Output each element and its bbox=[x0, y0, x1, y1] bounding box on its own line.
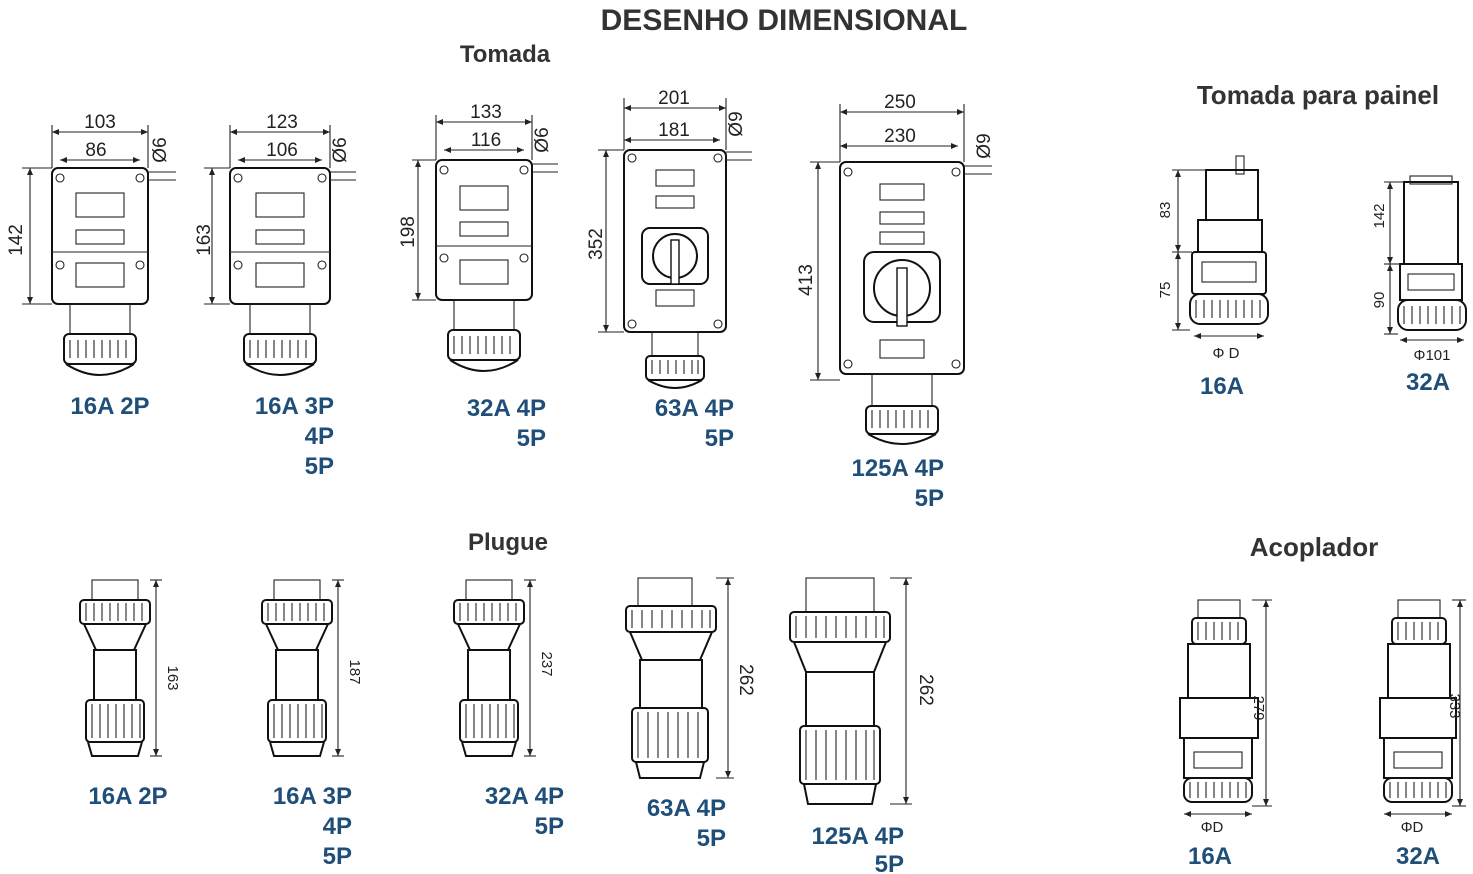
tomada-1-hole: Ø6 bbox=[150, 137, 171, 162]
acoplador-1-diameter: ΦD bbox=[1201, 819, 1224, 836]
tomada-2-hole: Ø6 bbox=[330, 137, 351, 162]
painel-16a-drawing bbox=[1172, 155, 1269, 339]
plugue-16a-3p-drawing bbox=[261, 579, 344, 757]
plugue-5-height: 262 bbox=[915, 674, 936, 706]
plugue-32a-drawing bbox=[453, 579, 536, 757]
plugue-3-height: 237 bbox=[538, 651, 555, 676]
tomada-2-label-3: 5P bbox=[305, 453, 334, 480]
page-title: DESENHO DIMENSIONAL bbox=[601, 4, 968, 37]
tomada-5-width-inner: 230 bbox=[884, 126, 916, 147]
plugue-4-label-1: 63A 4P bbox=[647, 795, 726, 822]
painel-2-diameter: Φ101 bbox=[1414, 347, 1451, 364]
plugue-2-label-1: 16A 3P bbox=[273, 783, 352, 810]
acoplador-32a-drawing bbox=[1379, 599, 1466, 817]
tomada-5-label-2: 5P bbox=[915, 485, 944, 512]
plugue-5-label-1: 125A 4P bbox=[811, 823, 904, 850]
section-title-plugue: Plugue bbox=[468, 529, 548, 556]
tomada-3-label-1: 32A 4P bbox=[467, 395, 546, 422]
plugue-1-height: 163 bbox=[164, 665, 181, 690]
tomada-2-width-outer: 123 bbox=[266, 112, 298, 133]
tomada-1-width-inner: 86 bbox=[85, 140, 106, 161]
plugue-4-height: 262 bbox=[735, 664, 756, 696]
acoplador-16a-drawing bbox=[1179, 599, 1272, 817]
plugue-2-label-2: 4P bbox=[323, 813, 352, 840]
plugue-2-label-3: 5P bbox=[323, 843, 352, 870]
tomada-3-label-2: 5P bbox=[517, 425, 546, 452]
painel-2-height-bottom: 90 bbox=[1371, 292, 1388, 309]
plugue-16a-2p-drawing bbox=[79, 579, 162, 757]
section-title-tomada-painel: Tomada para painel bbox=[1197, 80, 1439, 110]
painel-1-label: 16A bbox=[1200, 373, 1244, 400]
tomada-4-label-2: 5P bbox=[705, 425, 734, 452]
painel-1-height-bottom: 75 bbox=[1157, 282, 1174, 299]
tomada-125a-drawing bbox=[810, 104, 992, 445]
tomada-3-hole: Ø6 bbox=[532, 127, 553, 152]
tomada-3-width-outer: 133 bbox=[470, 102, 502, 123]
acoplador-2-diameter: ΦD bbox=[1401, 819, 1424, 836]
painel-2-label: 32A bbox=[1406, 369, 1450, 396]
plugue-1-label: 16A 2P bbox=[88, 783, 167, 810]
tomada-5-hole: Ø9 bbox=[974, 133, 995, 158]
plugue-4-label-2: 5P bbox=[697, 825, 726, 852]
tomada-4-width-inner: 181 bbox=[658, 120, 690, 141]
tomada-2-width-inner: 106 bbox=[266, 140, 298, 161]
plugue-5-label-2: 5P bbox=[875, 851, 904, 874]
tomada-1-label: 16A 2P bbox=[70, 393, 149, 420]
painel-32a-drawing bbox=[1384, 175, 1467, 343]
painel-1-diameter: Φ D bbox=[1213, 345, 1240, 362]
tomada-5-width-outer: 250 bbox=[884, 92, 916, 113]
tomada-5-height: 413 bbox=[796, 264, 817, 296]
tomada-1-width-outer: 103 bbox=[84, 112, 116, 133]
tomada-32a-drawing bbox=[412, 115, 558, 372]
tomada-3-height: 198 bbox=[398, 216, 419, 248]
plugue-2-height: 187 bbox=[346, 659, 363, 684]
tomada-4-width-outer: 201 bbox=[658, 88, 690, 109]
tomada-4-hole: Ø9 bbox=[726, 111, 747, 136]
tomada-4-height: 352 bbox=[586, 228, 607, 260]
tomada-2-label-2: 4P bbox=[305, 423, 334, 450]
section-title-tomada: Tomada bbox=[460, 41, 551, 68]
section-title-acoplador: Acoplador bbox=[1250, 532, 1379, 562]
plugue-125a-drawing bbox=[789, 577, 912, 805]
tomada-16a-3p-drawing bbox=[204, 125, 356, 376]
tomada-2-label-1: 16A 3P bbox=[255, 393, 334, 420]
tomada-4-label-1: 63A 4P bbox=[655, 395, 734, 422]
acoplador-1-height: 279 bbox=[1250, 695, 1267, 720]
tomada-16a-2p-drawing bbox=[22, 125, 176, 376]
acoplador-2-height: 333 bbox=[1446, 693, 1463, 718]
tomada-1-height: 142 bbox=[6, 224, 27, 256]
painel-1-height-top: 83 bbox=[1157, 202, 1174, 219]
plugue-3-label-1: 32A 4P bbox=[485, 783, 564, 810]
painel-2-height-top: 142 bbox=[1371, 203, 1388, 228]
tomada-2-height: 163 bbox=[194, 224, 215, 256]
tomada-5-label-1: 125A 4P bbox=[851, 455, 944, 482]
tomada-63a-drawing bbox=[598, 98, 752, 389]
acoplador-2-label: 32A bbox=[1396, 843, 1440, 870]
plugue-63a-drawing bbox=[625, 577, 734, 779]
tomada-3-width-inner: 116 bbox=[471, 130, 501, 151]
plugue-3-label-2: 5P bbox=[535, 813, 564, 840]
acoplador-1-label: 16A bbox=[1188, 843, 1232, 870]
